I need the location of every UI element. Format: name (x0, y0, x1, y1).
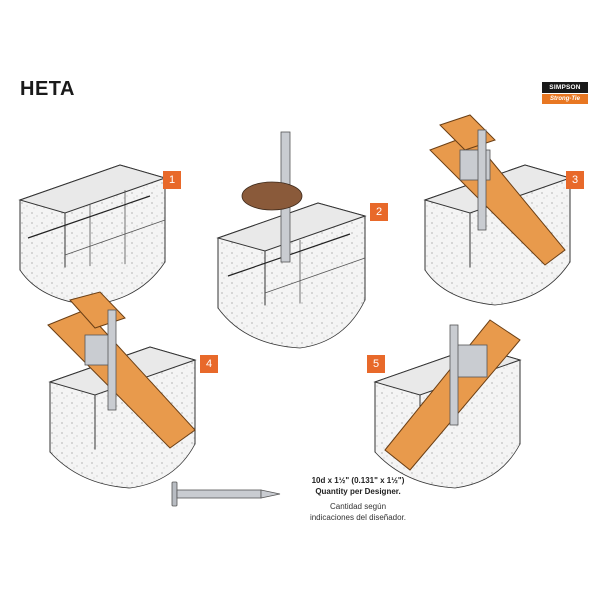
logo-brand: SIMPSON (542, 82, 588, 93)
logo-sub: Strong-Tie (542, 94, 588, 104)
nail-spec: 10d x 1½" (0.131" x 1½") Quantity per De… (278, 476, 438, 522)
nail-icon (171, 481, 281, 507)
step-3-illustration (423, 114, 572, 306)
step-badge-1: 1 (163, 171, 181, 189)
step-5-illustration (373, 319, 522, 489)
nail-quantity-en: Quantity per Designer. (315, 487, 401, 496)
step-badge-5: 5 (367, 355, 385, 373)
nail-size: 10d x 1½" (0.131" x 1½") (311, 476, 405, 485)
nail-quantity-es-2: indicaciones del diseñador. (309, 513, 407, 522)
simpson-logo: SIMPSON Strong-Tie (542, 82, 588, 104)
step-badge-3: 3 (566, 171, 584, 189)
step-4-illustration (47, 291, 197, 489)
step-1-illustration (18, 164, 167, 306)
step-badge-2: 2 (370, 203, 388, 221)
step-2-illustration (216, 131, 367, 349)
step-badge-4: 4 (200, 355, 218, 373)
nail-quantity-es-1: Cantidad según (329, 502, 387, 511)
diagram-title: HETA (20, 78, 75, 100)
